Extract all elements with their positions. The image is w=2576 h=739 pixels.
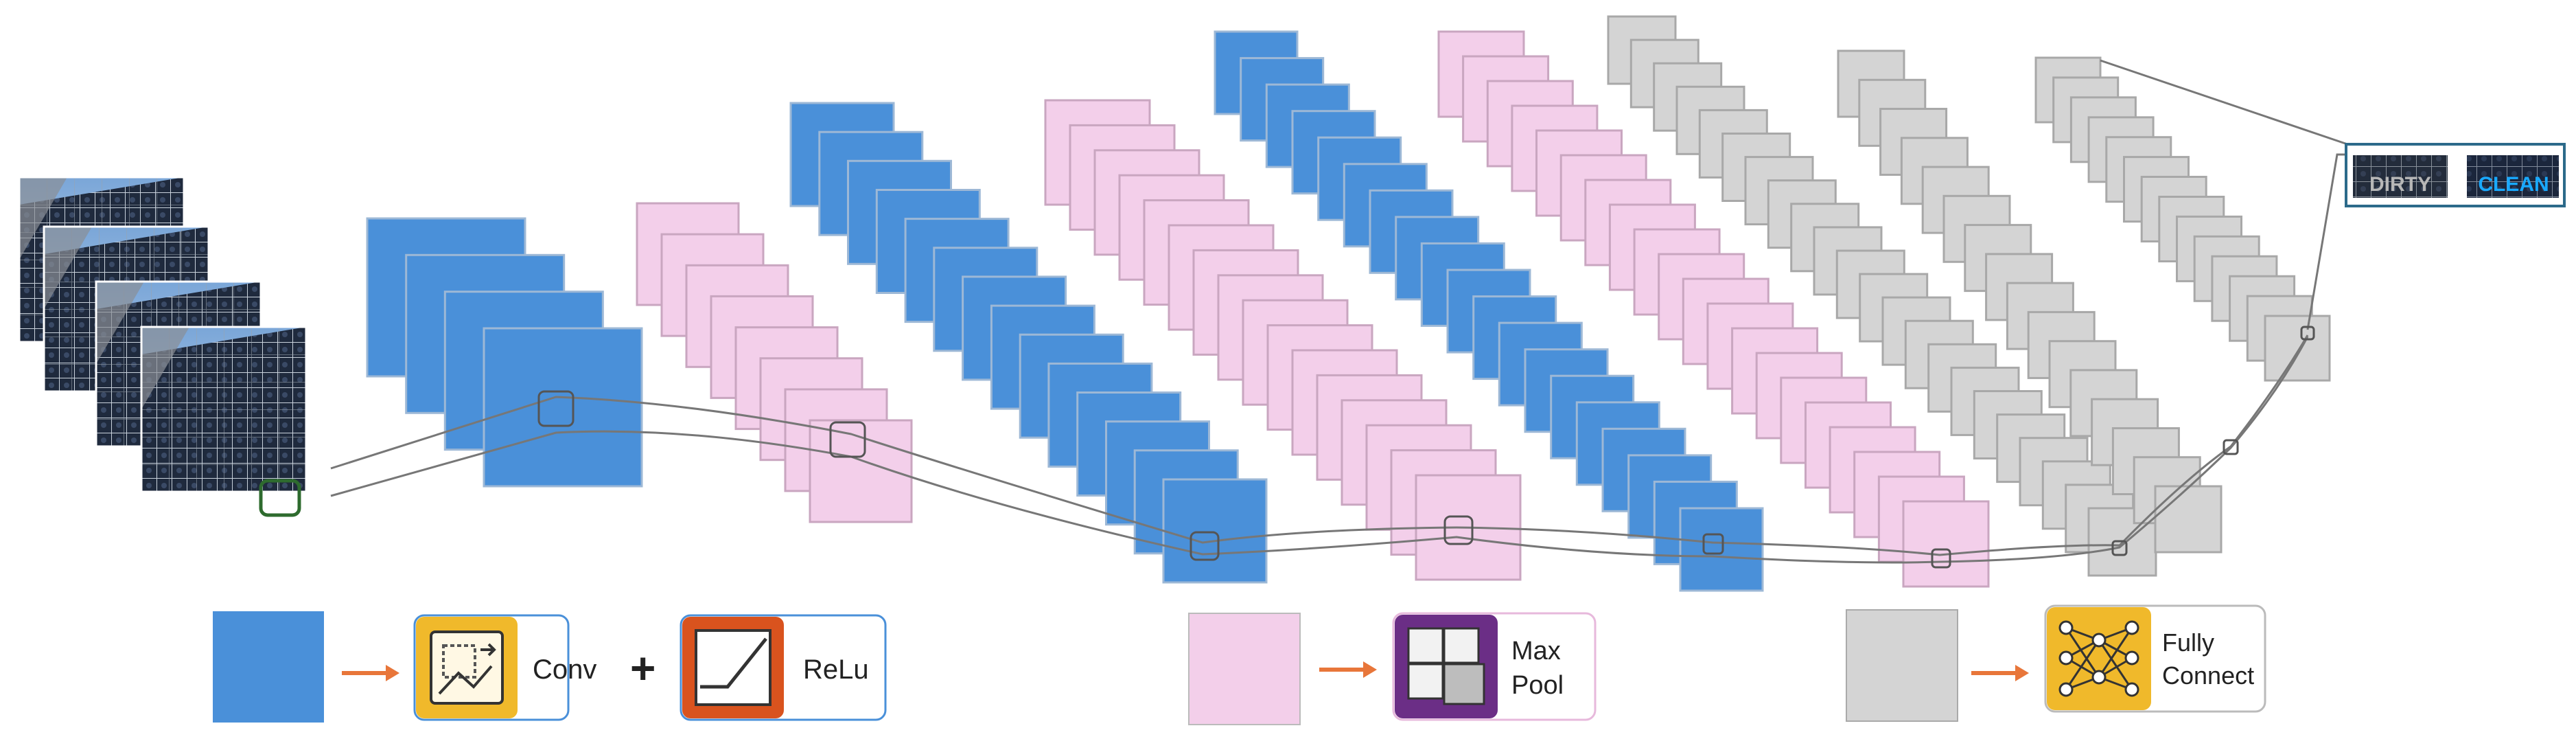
receptive-field-box	[2223, 439, 2239, 455]
conv-feature-map	[1679, 507, 1764, 592]
maxpool-label-line2: Pool	[1511, 671, 1564, 700]
conv-feature-map	[1162, 478, 1268, 584]
fc-label-line2: Connect	[2162, 661, 2254, 690]
fc-layer-stack	[2034, 56, 2331, 382]
output-panel: DIRTY CLEAN	[2345, 143, 2566, 207]
legend-maxpool: Max Pool	[1188, 612, 1597, 725]
pool-layer-stack	[636, 202, 913, 523]
fc-feature-map	[2154, 485, 2223, 554]
receptive-field-box	[2111, 540, 2128, 556]
legend-fully-connect: Fully Connect	[1846, 604, 2266, 722]
receptive-field-box	[1702, 533, 1724, 555]
conv-layer-stack	[789, 102, 1268, 584]
fc-feature-map	[2264, 315, 2331, 382]
receptive-field-box	[1931, 548, 1951, 569]
input-image-stack	[18, 176, 308, 517]
dirty-label: DIRTY	[2369, 173, 2431, 196]
fully-connected-network-icon	[2047, 607, 2151, 710]
legend-conv-relu: Conv + ReLu	[213, 611, 887, 723]
receptive-field-box	[1443, 515, 1474, 545]
fc-label-line1: Fully	[2162, 628, 2214, 657]
relu-graph-icon	[682, 617, 784, 718]
receptive-field-box	[2300, 326, 2315, 341]
input-image	[140, 326, 308, 493]
relu-label: ReLu	[803, 655, 869, 685]
maxpool-label-line1: Max	[1511, 637, 1561, 666]
conv-filter-icon	[416, 617, 518, 718]
max-pool-grid-icon	[1395, 615, 1498, 718]
fc-layer-stack	[1837, 49, 2223, 554]
conv-layer-stack	[1214, 30, 1764, 592]
pool-layer-stack	[1437, 30, 1990, 588]
receptive-field-box	[537, 390, 575, 427]
fc-layer-stack	[1607, 15, 2157, 577]
dirty-output: DIRTY	[2353, 155, 2448, 198]
receptive-field-box	[829, 421, 866, 458]
legend-conv-swatch	[213, 611, 324, 723]
receptive-field-box	[259, 479, 301, 517]
conv-feature-map	[483, 327, 643, 488]
clean-output: CLEAN	[2467, 155, 2559, 198]
conv-layer-stack	[366, 217, 643, 488]
arrow-icon	[1319, 661, 1377, 678]
plus-sign: +	[630, 644, 655, 693]
legend-fc-swatch	[1846, 609, 1958, 722]
conv-label: Conv	[533, 655, 596, 685]
arrow-icon	[1971, 665, 2029, 681]
pool-layer-stack	[1044, 99, 1522, 581]
pool-feature-map	[1902, 500, 1990, 588]
layer-stacks	[366, 15, 2331, 592]
receptive-field-markers	[537, 326, 2315, 569]
receptive-field-box	[1190, 531, 1220, 561]
arrow-icon	[342, 665, 399, 681]
clean-label: CLEAN	[2478, 173, 2549, 196]
legend-pool-swatch	[1188, 613, 1301, 725]
